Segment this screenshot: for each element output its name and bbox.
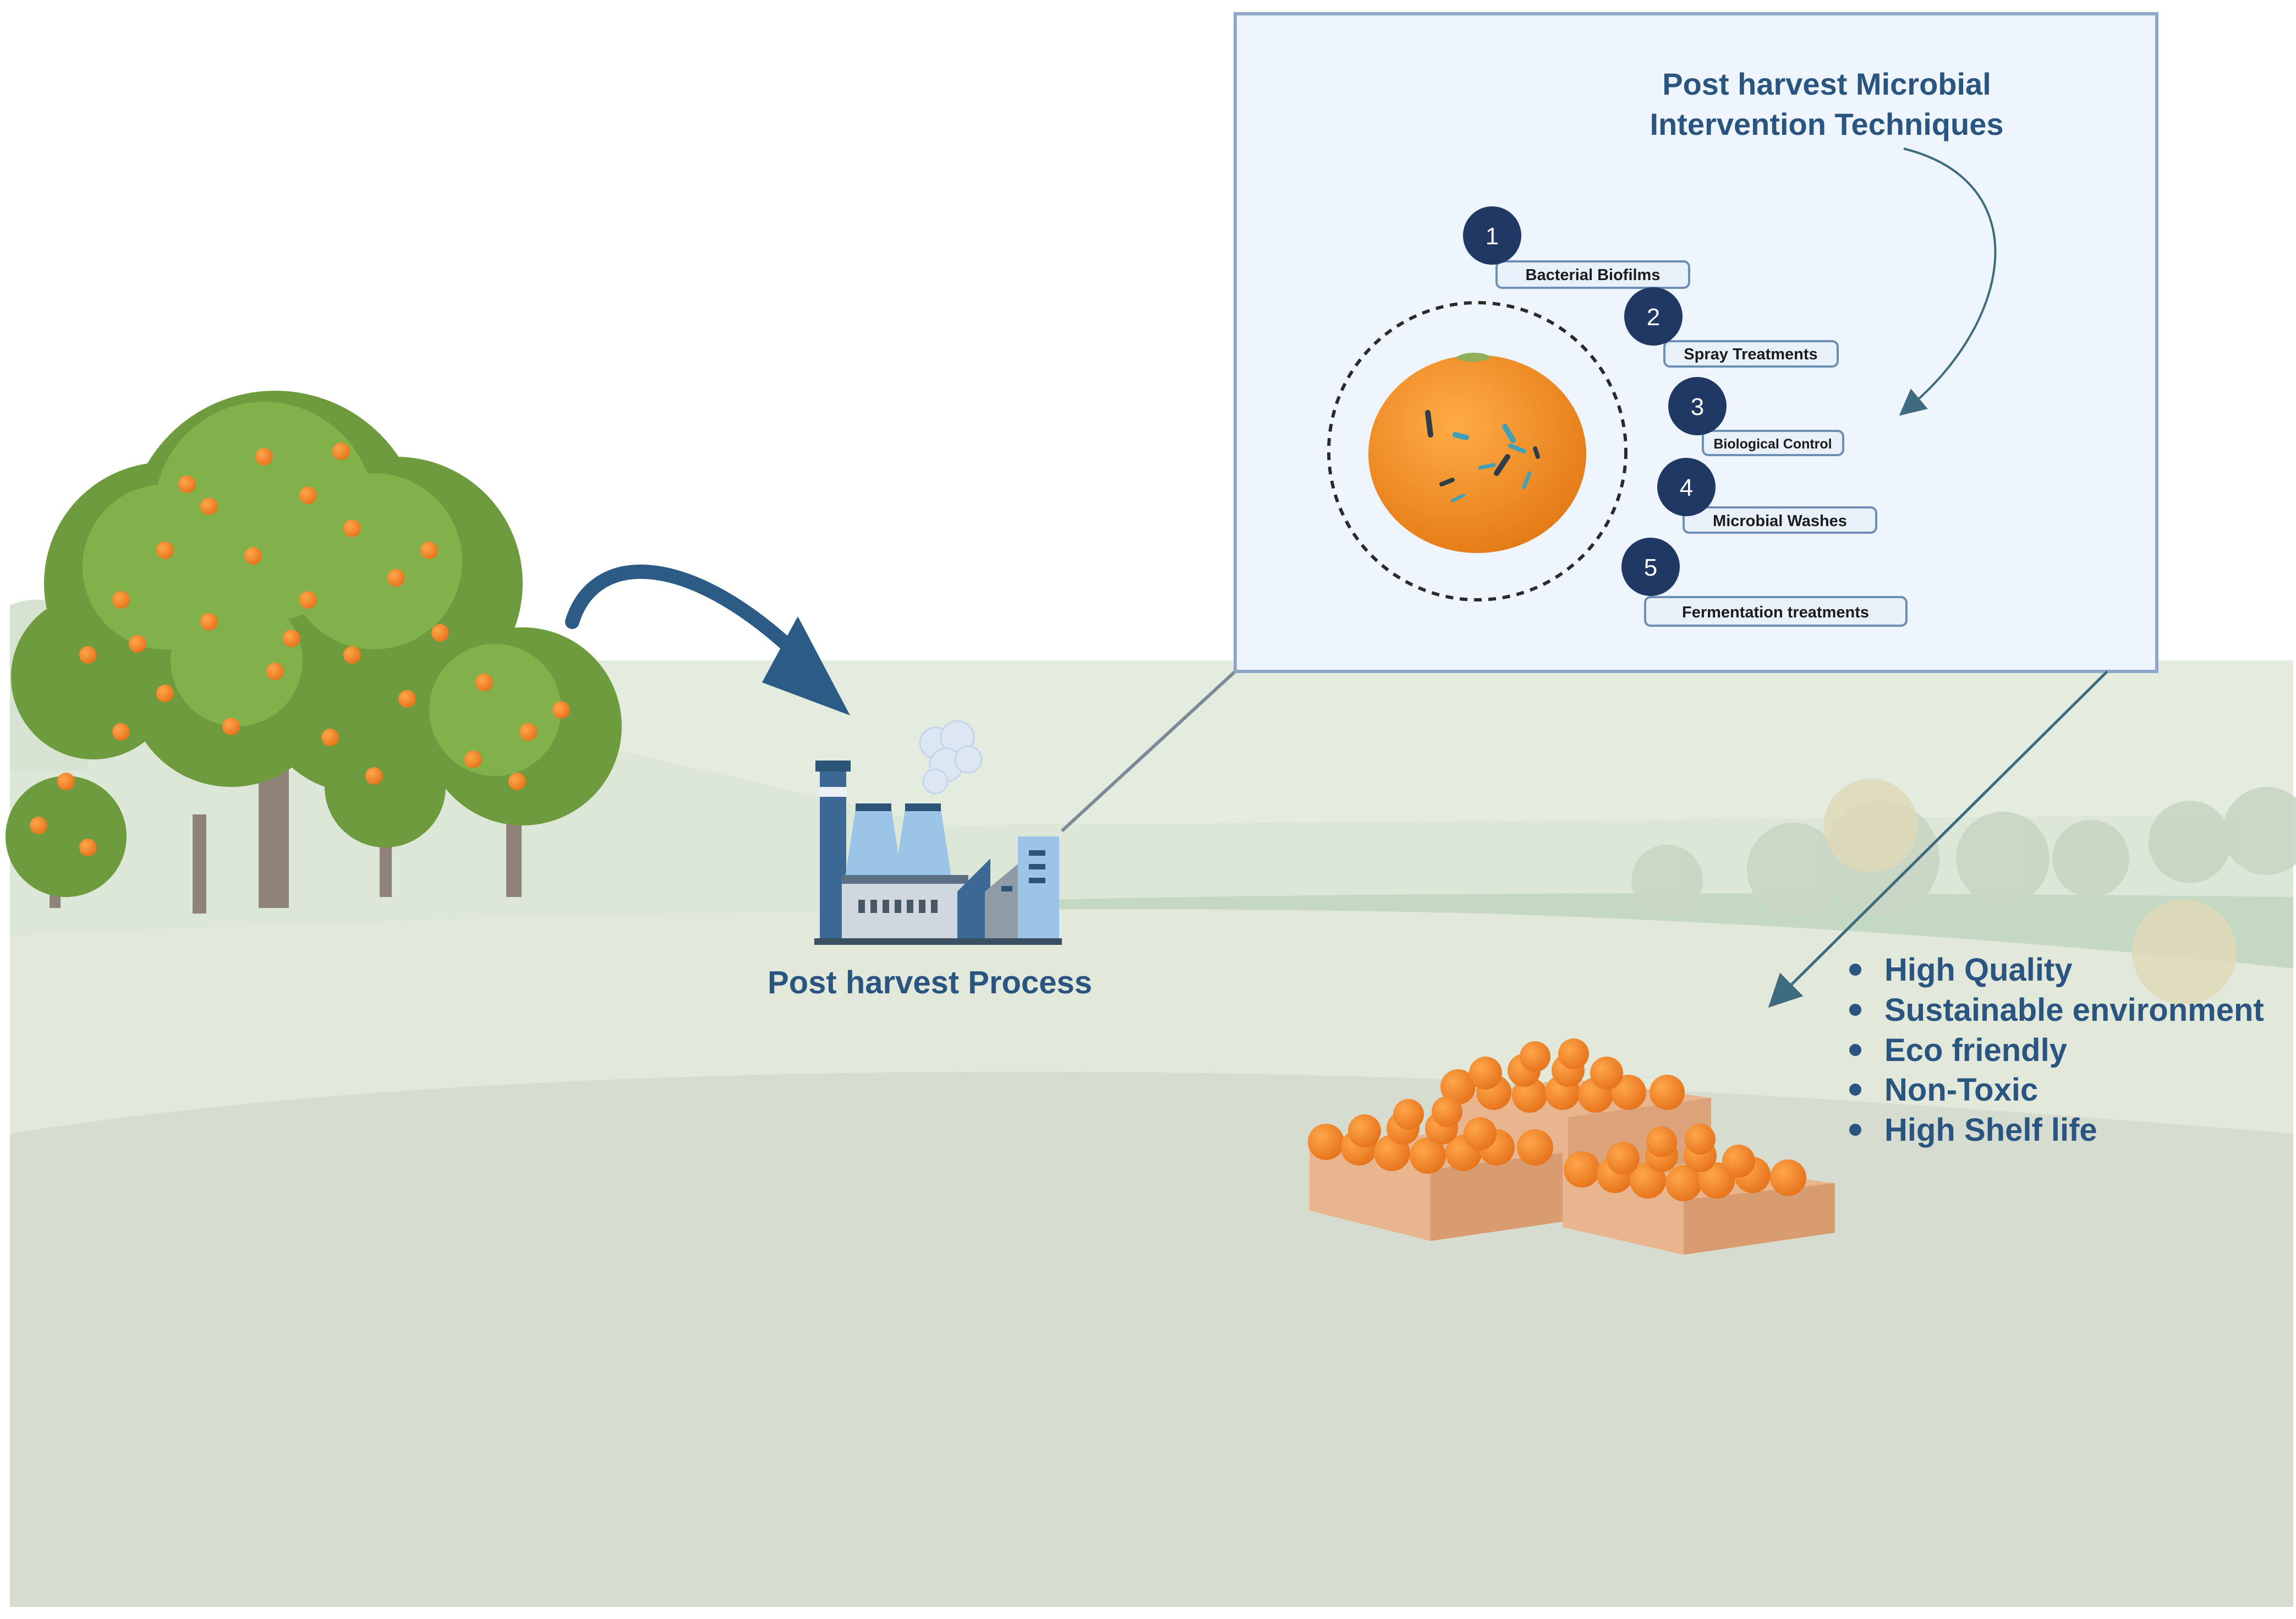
- step-1-label: Bacterial Biofilms: [1526, 266, 1661, 284]
- step-2-label: Spray Treatments: [1684, 346, 1817, 363]
- benefits-list: High Quality Sustainable environment Eco…: [1849, 952, 2264, 1148]
- step-2: Spray Treatments 2: [1624, 287, 1839, 368]
- step-3: Biological Control 3: [1668, 377, 1844, 456]
- step-4-number: 4: [1680, 474, 1693, 501]
- panel-title-line1: Post harvest Microbial: [1662, 67, 1991, 101]
- factory-icon: [814, 720, 1062, 945]
- step-4: Microbial Washes 4: [1657, 458, 1877, 534]
- process-caption: Post harvest Process: [768, 965, 1092, 1000]
- step-3-label: Biological Control: [1713, 436, 1832, 452]
- thin-curved-arrow-icon: [1899, 147, 1997, 416]
- benefit-4: Non-Toxic: [1884, 1072, 2038, 1108]
- panel-title-line2: Intervention Techniques: [1650, 107, 2003, 141]
- zoom-connector: [1060, 670, 1237, 833]
- step-3-number: 3: [1691, 393, 1704, 420]
- microbe-icon: [1425, 410, 1540, 502]
- step-4-label: Microbial Washes: [1713, 512, 1847, 530]
- orange-fruit-icon: [1368, 353, 1586, 553]
- step-5-label: Fermentation treatments: [1682, 604, 1869, 621]
- intervention-panel: Post harvest Microbial Intervention Tech…: [1234, 12, 2158, 673]
- benefit-2: Sustainable environment: [1884, 992, 2264, 1028]
- dashed-boundary: [1327, 301, 1628, 601]
- benefit-3: Eco friendly: [1884, 1032, 2067, 1068]
- benefit-5: High Shelf life: [1884, 1112, 2097, 1148]
- step-2-number: 2: [1647, 304, 1660, 331]
- step-5: Fermentation treatments 5: [1621, 538, 1908, 627]
- curved-arrow-icon: [565, 565, 850, 715]
- orange-tree-icon: [6, 391, 622, 914]
- step-1-number: 1: [1486, 223, 1499, 250]
- step-1: Bacterial Biofilms 1: [1463, 206, 1690, 289]
- step-5-number: 5: [1644, 554, 1657, 581]
- orange-crate-icon: [1308, 1038, 1835, 1255]
- panel-to-crates-arrow: [1768, 670, 2108, 1008]
- benefit-1: High Quality: [1884, 952, 2073, 988]
